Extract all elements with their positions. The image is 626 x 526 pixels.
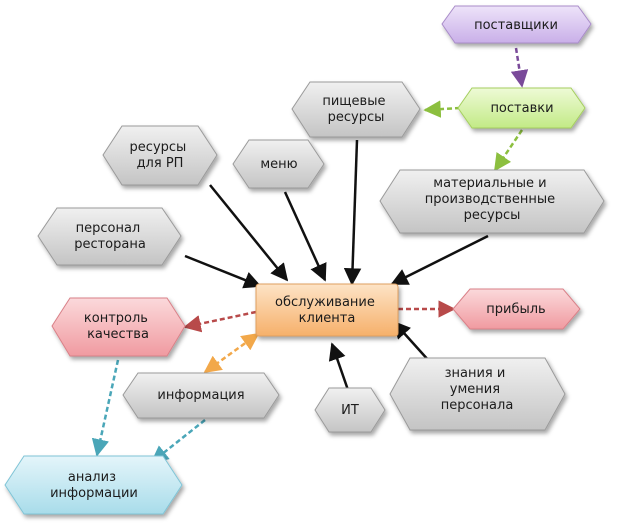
arrow-deliveries-to-material — [493, 129, 524, 172]
svg-text:знания и умения пе: знания и умения персонала — [441, 366, 514, 413]
node-menu-label: меню — [260, 157, 297, 172]
arrow-quality-to-analysis — [91, 359, 120, 457]
node-menu: меню — [232, 139, 325, 189]
node-staff-knowledge: знания и умения персонала — [389, 357, 566, 431]
node-suppliers: поставщики — [441, 5, 592, 44]
arrow-rp-to-service — [209, 184, 289, 282]
node-staff-line-2: ресторана — [74, 237, 146, 252]
node-staff-line-1: персонал — [76, 221, 141, 236]
node-rp-line-2: для РП — [137, 156, 184, 171]
arrow-deliveries-to-food — [423, 100, 461, 118]
svg-text:ресурсы для РП: ресурсы для РП — [130, 140, 191, 171]
node-knowledge-line-3: персонала — [441, 398, 514, 413]
svg-text:обслуживание клиента: обслуживание клиента — [275, 295, 379, 326]
node-knowledge-line-1: знания и — [445, 366, 506, 381]
arrow-material-to-service — [390, 234, 489, 286]
node-service-line-1: обслуживание — [275, 295, 375, 310]
node-quality-line-2: качества — [87, 327, 149, 342]
svg-text:пищевые ресурсы: пищевые ресурсы — [322, 94, 389, 125]
node-analysis-line-2: информации — [50, 486, 138, 501]
node-information: информация — [122, 372, 280, 419]
arrow-service-to-quality — [183, 310, 257, 333]
node-it: ИТ — [314, 387, 386, 433]
node-deliveries-label: поставки — [490, 101, 553, 116]
node-food-line-1: пищевые — [322, 94, 385, 109]
svg-text:анализ информации: анализ информации — [50, 470, 138, 501]
connectors — [91, 47, 529, 464]
node-analysis-line-1: анализ — [68, 470, 116, 485]
node-rp-line-1: ресурсы — [130, 140, 187, 155]
node-suppliers-label: поставщики — [474, 18, 558, 33]
node-profit: прибыль — [452, 288, 581, 330]
node-rp-resources: ресурсы для РП — [102, 125, 218, 186]
arrow-menu-to-service — [283, 191, 327, 282]
node-material-line-1: материальные и — [433, 176, 546, 191]
node-knowledge-line-2: умения — [450, 382, 500, 397]
arrow-service-information — [203, 332, 260, 374]
node-food-line-2: ресурсы — [328, 110, 385, 125]
arrow-staff-to-service — [184, 254, 262, 289]
node-material-line-3: ресурсы — [464, 208, 521, 223]
svg-text:материальные и производс: материальные и производственные ресурсы — [425, 176, 559, 223]
arrow-knowledge-to-service — [392, 320, 431, 363]
node-profit-label: прибыль — [486, 302, 545, 317]
svg-text:персонал ресторана: персонал ресторана — [74, 221, 146, 252]
node-deliveries: поставки — [457, 87, 586, 129]
node-restaurant-staff: персонал ресторана — [37, 207, 182, 266]
node-material-resources: материальные и производственные ресурсы — [379, 169, 605, 234]
node-quality-line-1: контроль — [84, 311, 148, 326]
arrow-it-to-service — [328, 342, 350, 391]
node-quality-control: контроль качества — [51, 297, 186, 357]
node-customer-service: обслуживание клиента — [255, 283, 399, 337]
node-information-label: информация — [157, 388, 244, 403]
node-material-line-2: производственные — [425, 192, 555, 207]
node-food-resources: пищевые ресурсы — [291, 81, 421, 138]
node-service-line-2: клиента — [299, 311, 356, 326]
arrow-food-to-service — [343, 139, 362, 286]
arrow-information-to-analysis — [150, 419, 206, 464]
node-information-analysis: анализ информации — [4, 455, 183, 515]
node-it-label: ИТ — [341, 403, 359, 418]
svg-text:контроль качества: контроль качества — [84, 311, 152, 342]
arrow-suppliers-to-deliveries — [510, 47, 529, 88]
